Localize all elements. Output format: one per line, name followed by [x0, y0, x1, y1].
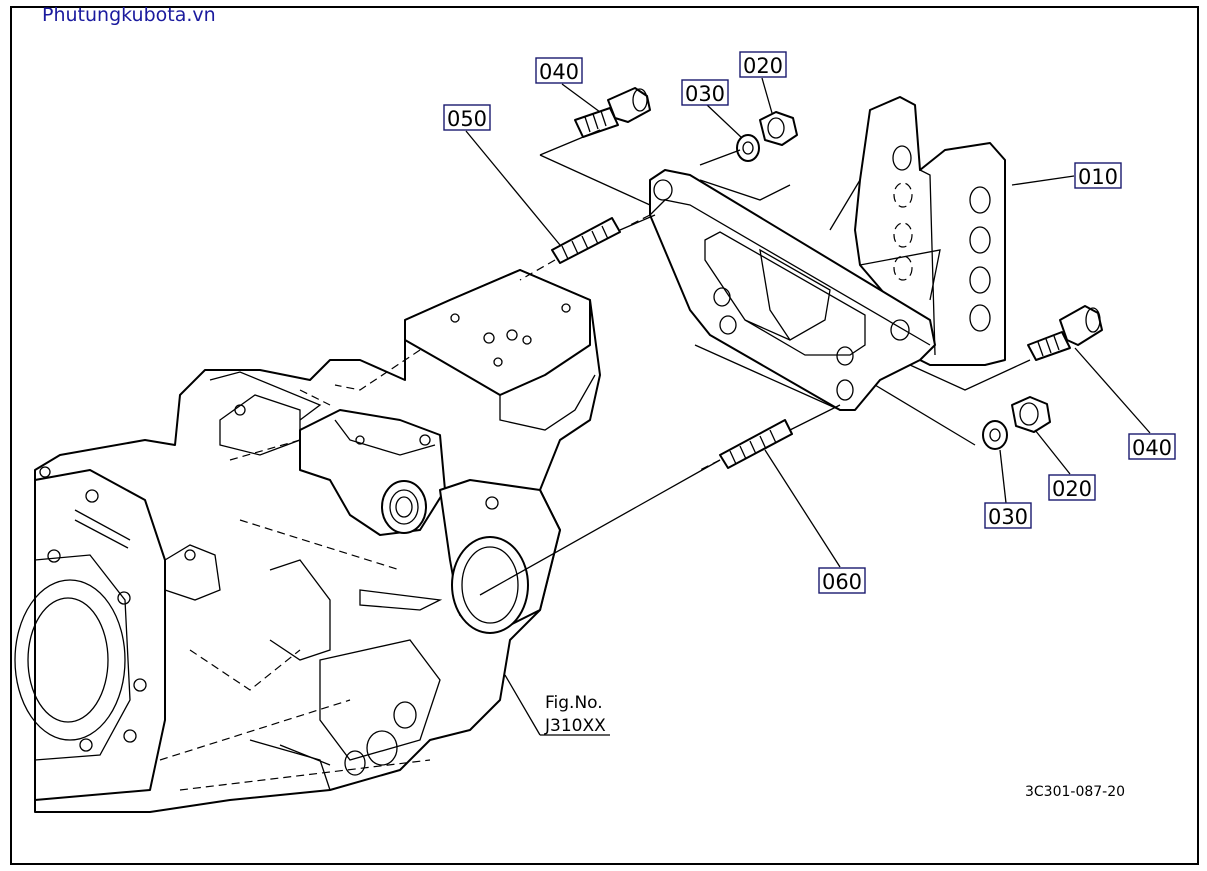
svg-text:010: 010 — [1078, 165, 1118, 189]
watermark: Phutungkubota.vn — [42, 4, 216, 26]
nut-upper — [759, 111, 798, 146]
callout-leaders — [465, 77, 1151, 736]
svg-text:060: 060 — [822, 570, 862, 594]
bolt-upper — [574, 87, 651, 138]
svg-text:020: 020 — [1052, 477, 1092, 501]
drawing-frame — [10, 6, 1199, 865]
stud-060 — [719, 419, 793, 469]
transmission-housing — [14, 269, 601, 813]
mounting-bracket — [629, 96, 1006, 411]
lock-washer-lower — [982, 420, 1008, 450]
nut-lower — [1011, 396, 1051, 433]
lock-washer-upper — [736, 134, 760, 162]
callout-030-upper: 030 — [681, 79, 729, 106]
svg-text:050: 050 — [447, 107, 487, 131]
callout-030-lower: 030 — [984, 502, 1032, 529]
callout-010: 010 — [1074, 162, 1122, 189]
drawing-code: 3C301-087-20 — [1025, 784, 1125, 800]
svg-text:020: 020 — [743, 54, 783, 78]
svg-text:J310XX: J310XX — [544, 716, 606, 736]
svg-text:030: 030 — [685, 82, 725, 106]
callout-040-lower: 040 — [1128, 433, 1176, 460]
bolt-lower — [1027, 305, 1103, 361]
callout-020-lower: 020 — [1048, 474, 1096, 501]
stud-050 — [551, 217, 621, 264]
figure-reference: Fig.No. J310XX — [544, 693, 606, 736]
callout-040-upper: 040 — [535, 57, 583, 84]
svg-text:040: 040 — [539, 60, 579, 84]
alignment-lines — [479, 129, 1031, 596]
callout-020-upper: 020 — [739, 51, 787, 78]
svg-text:030: 030 — [988, 505, 1028, 529]
callout-050: 050 — [443, 104, 491, 131]
svg-text:040: 040 — [1132, 436, 1172, 460]
callout-060: 060 — [818, 567, 866, 594]
svg-text:Fig.No.: Fig.No. — [545, 693, 603, 713]
